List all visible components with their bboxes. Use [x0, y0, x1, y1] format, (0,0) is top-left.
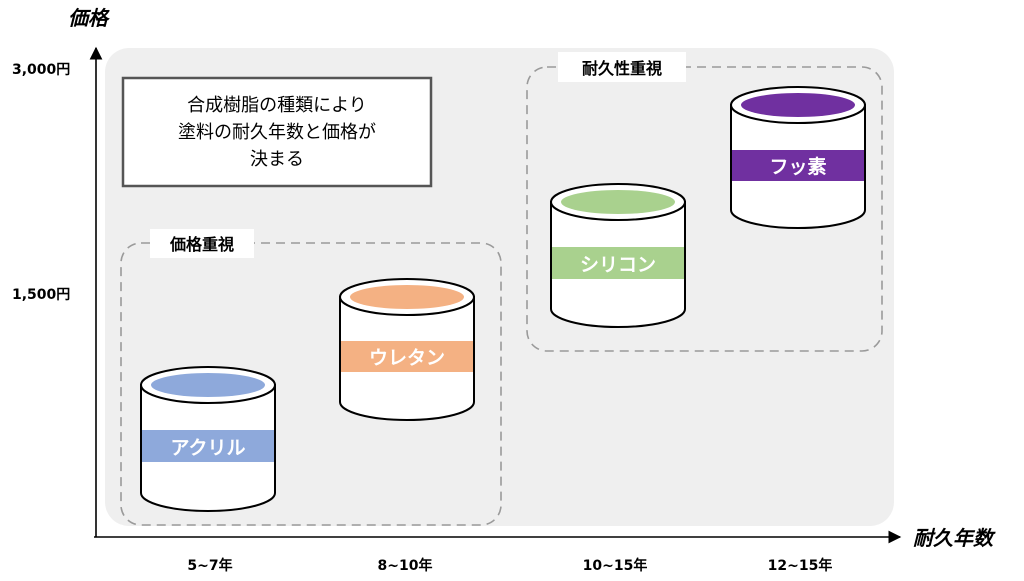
can-label-silicone: シリコン [580, 254, 656, 276]
paint-can-urethane: ウレタン [339, 278, 475, 421]
x-tick-8-10: 8~10年 [378, 557, 433, 574]
can-paint-surface [350, 285, 464, 309]
y-tick-3000: 3,000円 [12, 62, 70, 78]
can-label-acrylic: アクリル [170, 437, 245, 459]
group-price-label: 価格重視 [169, 235, 234, 254]
group-price-box [120, 242, 502, 526]
paint-can-acrylic: アクリル [140, 366, 276, 512]
group-durability-label-bg [558, 52, 686, 82]
can-band [341, 341, 473, 372]
note-line-2: 塗料の耐久年数と価格が [178, 121, 376, 143]
paint-can-silicone: シリコン [550, 183, 686, 328]
group-durability-label: 耐久性重視 [582, 59, 662, 78]
can-paint-surface [151, 373, 265, 397]
x-tick-10-15: 10~15年 [583, 557, 648, 574]
can-band [142, 430, 274, 462]
can-band [552, 247, 684, 279]
note-line-3: 決まる [250, 149, 304, 170]
note-box [121, 76, 433, 188]
x-tick-12-15: 12~15年 [768, 557, 833, 574]
y-axis-label: 価格 [68, 6, 110, 30]
group-price-label-bg [150, 229, 254, 258]
group-durability-box [526, 66, 883, 352]
y-tick-1500: 1,500円 [12, 287, 70, 303]
paint-can-fluorine: フッ素 [730, 86, 866, 229]
can-label-urethane: ウレタン [369, 347, 445, 369]
x-tick-5-7: 5~7年 [187, 557, 232, 574]
can-band [732, 150, 864, 181]
note-line-1: 合成樹脂の種類により [187, 95, 367, 116]
x-axis-label: 耐久年数 [913, 526, 996, 550]
can-label-fluorine: フッ素 [769, 155, 826, 178]
can-paint-surface [561, 190, 675, 214]
can-paint-surface [741, 93, 855, 117]
